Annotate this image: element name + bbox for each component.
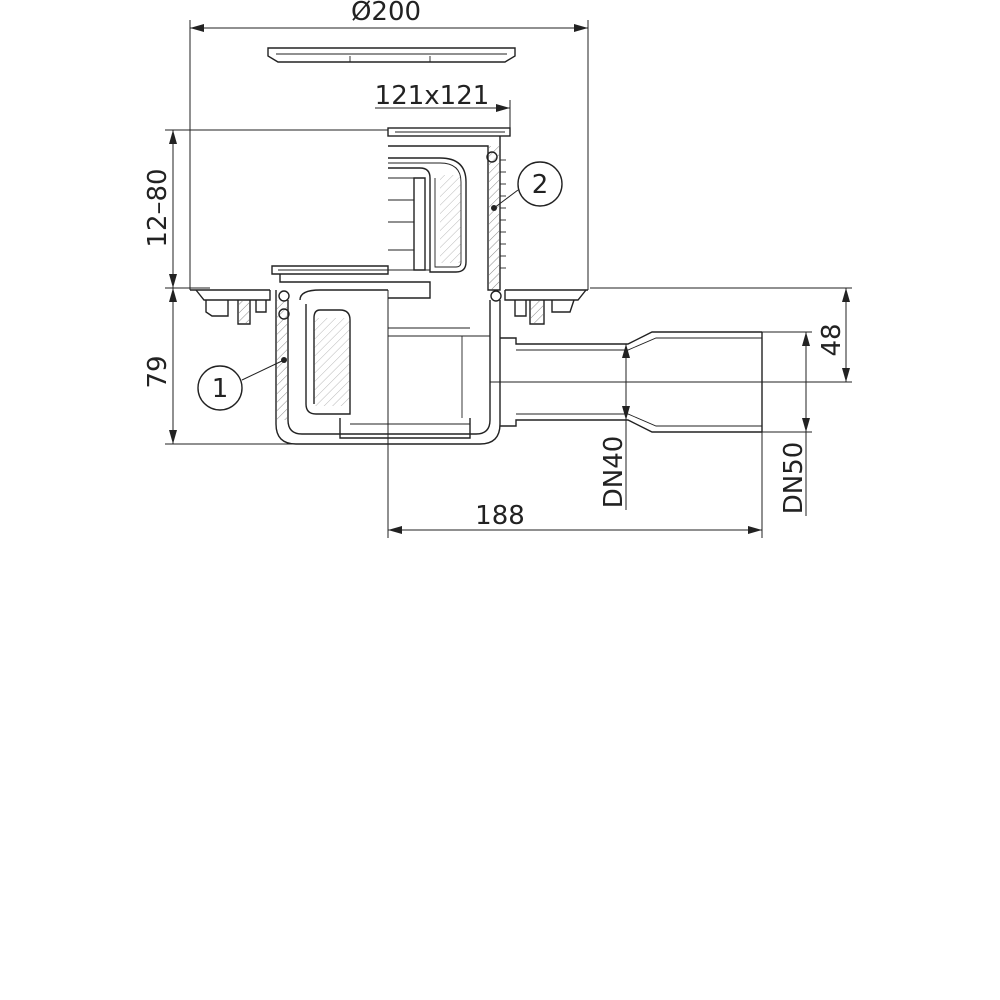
extension-element	[387, 127, 511, 302]
dimension-height-adjust: 12–80	[143, 129, 388, 288]
dn40-label: DN40	[599, 436, 629, 509]
diameter-label: Ø200	[351, 0, 421, 27]
body-height-label: 79	[143, 355, 173, 388]
callout-1: 1	[197, 357, 287, 411]
dimension-body-height: 79	[143, 287, 300, 445]
dn50-label: DN50	[779, 442, 809, 515]
dimension-dn40: DN40	[599, 344, 630, 510]
outlet-offset-label: 48	[817, 323, 847, 356]
dimension-dn50: DN50	[762, 331, 812, 516]
height-adjust-label: 12–80	[143, 168, 173, 247]
dimension-diameter: Ø200	[189, 0, 589, 290]
callout-2-label: 2	[532, 170, 549, 200]
dimension-outlet-offset: 48	[590, 287, 852, 383]
grate-label: 121x121	[375, 81, 490, 111]
callout-1-label: 1	[212, 374, 229, 404]
extension-ribs	[500, 159, 506, 269]
callout-2: 2	[491, 161, 563, 211]
grate-plate	[267, 47, 516, 63]
flange-left	[190, 289, 271, 325]
outlet-length-label: 188	[475, 501, 525, 531]
dimension-outlet-length: 188	[387, 290, 763, 538]
body-frame	[271, 265, 389, 283]
dimension-grate: 121x121	[375, 81, 511, 130]
flange-right	[504, 289, 588, 325]
